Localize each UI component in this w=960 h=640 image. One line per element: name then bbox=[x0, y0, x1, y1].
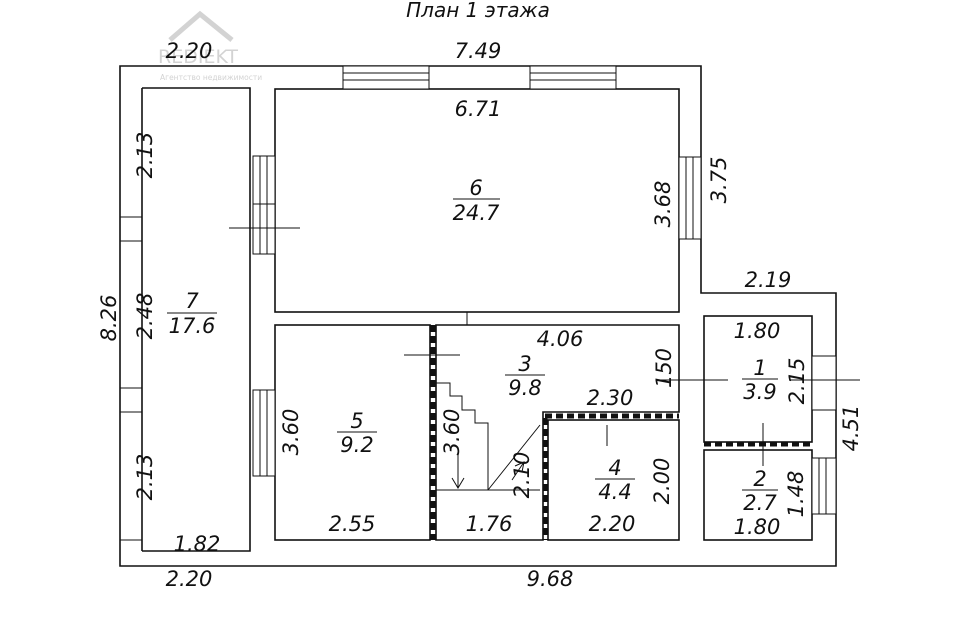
room1-number: 1 bbox=[753, 356, 766, 380]
dim-room7-bottom: 1.82 bbox=[174, 532, 221, 556]
stair-arrow-down bbox=[451, 455, 465, 489]
watermark-logo: REDIEKT Агентство недвижимости bbox=[158, 10, 262, 82]
dim-right-upper-outer: 3.75 bbox=[707, 157, 731, 204]
dim-room2-height: 1.48 bbox=[784, 471, 808, 518]
dim-room2-width: 1.80 bbox=[734, 515, 781, 539]
pillar bbox=[119, 387, 143, 413]
dim-top-left-width: 2.20 bbox=[166, 39, 213, 63]
dim-left-total: 8.26 bbox=[97, 295, 121, 342]
dim-room3-depth: 150 bbox=[652, 348, 676, 388]
room4-label: 4 4.4 bbox=[595, 456, 635, 504]
dim-left-lower: 2.13 bbox=[133, 454, 157, 501]
window-right-room6 bbox=[678, 156, 702, 240]
dim-room3-width: 4.06 bbox=[537, 327, 584, 351]
window-left-room6 bbox=[252, 155, 276, 255]
room3-number: 3 bbox=[518, 352, 531, 376]
room7-number: 7 bbox=[185, 289, 199, 313]
dim-left-upper: 2.13 bbox=[133, 132, 157, 179]
room6-number: 6 bbox=[469, 176, 482, 200]
dim-stair-width: 1.76 bbox=[466, 512, 513, 536]
watermark-brand: REDIEKT bbox=[158, 46, 238, 68]
room6-label: 6 24.7 bbox=[453, 176, 500, 225]
room1-area: 3.9 bbox=[743, 380, 776, 404]
dim-room4-height: 2.00 bbox=[650, 458, 674, 505]
room2-label: 2 2.7 bbox=[742, 467, 778, 515]
room3-boundary bbox=[435, 324, 680, 541]
window-right-room1 bbox=[811, 355, 837, 411]
room4-boundary bbox=[547, 419, 680, 541]
room2-number: 2 bbox=[753, 467, 766, 491]
dim-room4-top: 2.30 bbox=[587, 386, 634, 410]
room3-label: 3 9.8 bbox=[505, 352, 545, 400]
room1-label: 1 3.9 bbox=[742, 356, 778, 404]
dim-stair-flight: 2.10 bbox=[510, 452, 534, 499]
window-right-room2 bbox=[811, 457, 837, 515]
room7-boundary bbox=[142, 87, 251, 552]
dim-room6-height: 3.68 bbox=[651, 181, 675, 228]
dim-room5-width: 2.55 bbox=[329, 512, 376, 536]
room4-area: 4.4 bbox=[598, 480, 631, 504]
window-top-1 bbox=[342, 65, 430, 90]
house-roof-icon bbox=[168, 10, 234, 42]
dim-room1-width: 1.80 bbox=[734, 319, 781, 343]
dim-room4-width: 2.20 bbox=[589, 512, 636, 536]
room6-area: 24.7 bbox=[453, 201, 500, 225]
stair-arrow-up bbox=[511, 461, 525, 481]
dim-bottom-left: 2.20 bbox=[166, 567, 213, 591]
dim-left-middle: 2.48 bbox=[133, 293, 157, 340]
room7-area: 17.6 bbox=[169, 314, 216, 338]
pillar bbox=[119, 216, 143, 242]
dim-step-width: 2.19 bbox=[745, 268, 792, 292]
room7-label: 7 17.6 bbox=[167, 289, 217, 338]
staircase bbox=[436, 382, 541, 491]
dim-room5-height: 3.60 bbox=[279, 409, 303, 456]
dim-bottom-total: 9.68 bbox=[527, 567, 574, 591]
room5-number: 5 bbox=[350, 409, 363, 433]
room3-area: 9.8 bbox=[508, 376, 541, 400]
dim-right-lower-outer: 4.51 bbox=[839, 405, 863, 452]
window-left-room5 bbox=[252, 389, 276, 477]
outer-wall-outer-line bbox=[119, 65, 837, 567]
plan-title: План 1 этажа bbox=[406, 0, 550, 22]
room5-area: 9.2 bbox=[340, 433, 373, 457]
dim-room6-width: 6.71 bbox=[455, 97, 502, 121]
window-top-2 bbox=[529, 65, 617, 90]
watermark-tagline: Агентство недвижимости bbox=[160, 73, 262, 82]
dim-room1-height: 2.15 bbox=[785, 358, 809, 405]
dim-top-total: 7.49 bbox=[455, 39, 502, 63]
room4-number: 4 bbox=[608, 456, 621, 480]
dim-stair-height: 3.60 bbox=[440, 409, 464, 456]
room2-area: 2.7 bbox=[743, 491, 777, 515]
room5-label: 5 9.2 bbox=[337, 409, 377, 457]
